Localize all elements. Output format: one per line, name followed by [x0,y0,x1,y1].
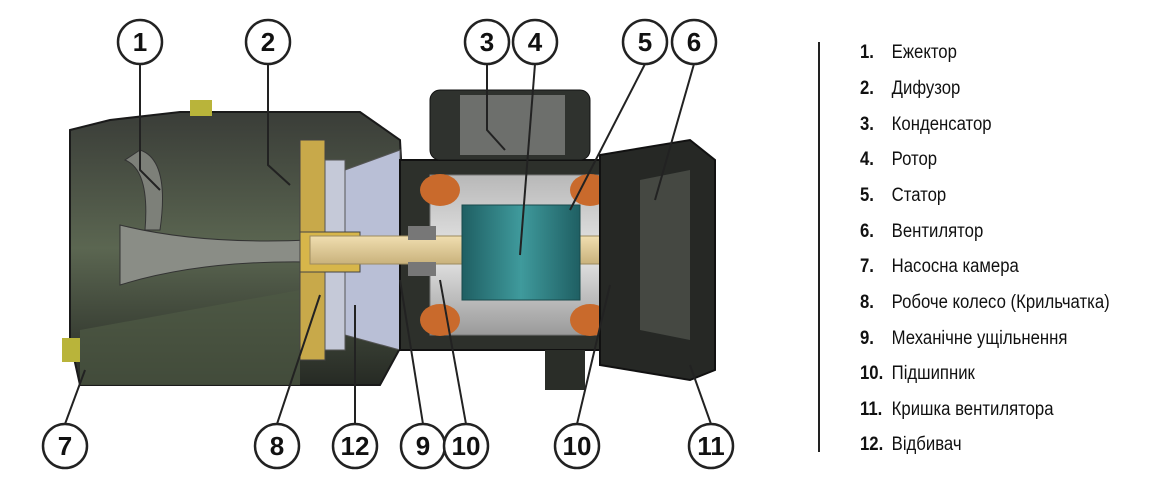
svg-text:2: 2 [261,27,275,57]
legend-item: 7.Насосна камера [860,256,1019,277]
callout-9: 9 [399,422,447,470]
callout-7: 7 [41,422,89,470]
callout-5: 5 [621,18,669,66]
svg-text:4: 4 [528,27,543,57]
svg-text:6: 6 [687,27,701,57]
fan [640,170,690,340]
callout-8: 8 [253,422,301,470]
legend-item: 10.Підшипник [860,363,975,384]
legend-item: 1.Ежектор [860,42,957,63]
svg-text:8: 8 [270,431,284,461]
svg-text:3: 3 [480,27,494,57]
svg-text:10: 10 [452,431,481,461]
legend-item: 3.Конденсатор [860,114,992,135]
callout-10-rear: 10 [553,422,601,470]
legend-item: 9.Механічне ущільнення [860,328,1068,349]
legend-item: 4.Ротор [860,149,938,170]
callout-12: 12 [331,422,379,470]
legend-item: 2.Дифузор [860,78,961,99]
legend-item: 12.Відбивач [860,434,962,455]
leader-lines [64,63,712,425]
fill-plug [190,100,212,116]
svg-text:1: 1 [133,27,147,57]
callout-6: 6 [670,18,718,66]
svg-text:10: 10 [563,431,592,461]
drain-plug [62,338,80,362]
parts-legend: 1.Ежектор 2.Дифузор 3.Конденсатор 4.Рото… [818,42,1110,455]
legend-item: 8.Робоче колесо (Крильчатка) [860,292,1110,313]
svg-text:12: 12 [341,431,370,461]
svg-text:5: 5 [638,27,652,57]
svg-text:11: 11 [697,431,725,461]
svg-text:7: 7 [58,431,72,461]
legend-item: 6.Вентилятор [860,221,984,242]
callout-10-front: 10 [442,422,490,470]
legend-item: 11.Кришка вентилятора [860,399,1054,420]
callout-3: 3 [463,18,511,66]
svg-text:9: 9 [416,431,430,461]
callout-4: 4 [511,18,559,66]
pump-cutaway-diagram: 1 2 3 4 5 6 7 8 12 9 10 10 11 [41,18,735,470]
callout-1: 1 [116,18,164,66]
callout-2: 2 [244,18,292,66]
fan-cover [599,138,716,382]
legend-item: 5.Статор [860,185,947,206]
callout-11: 11 [687,422,735,470]
